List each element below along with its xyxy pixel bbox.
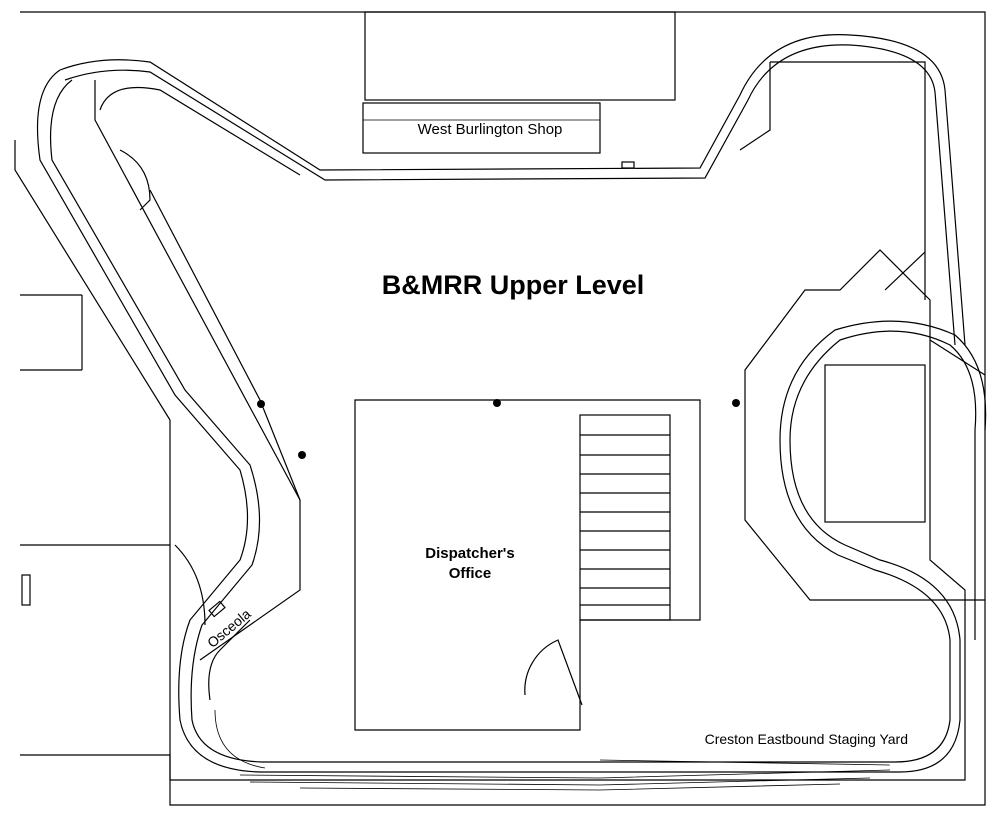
shop-label: West Burlington Shop	[418, 121, 563, 138]
shop-building	[364, 11, 676, 101]
main-track	[59, 34, 966, 346]
staging-label: Creston Eastbound Staging Yard	[705, 731, 908, 747]
benchwork-outline	[169, 249, 966, 781]
right-structure	[824, 364, 926, 523]
room-wall	[20, 11, 986, 806]
door-swing	[524, 639, 583, 706]
support-columns	[257, 399, 740, 459]
office-label-line2: Office	[449, 565, 492, 582]
stairs	[579, 414, 671, 621]
office-label-line1: Dispatcher's	[425, 545, 514, 562]
staging-yard-tracks	[239, 759, 891, 791]
layout-title: B&MRR Upper Level	[382, 270, 645, 300]
dispatcher-office	[354, 399, 701, 731]
